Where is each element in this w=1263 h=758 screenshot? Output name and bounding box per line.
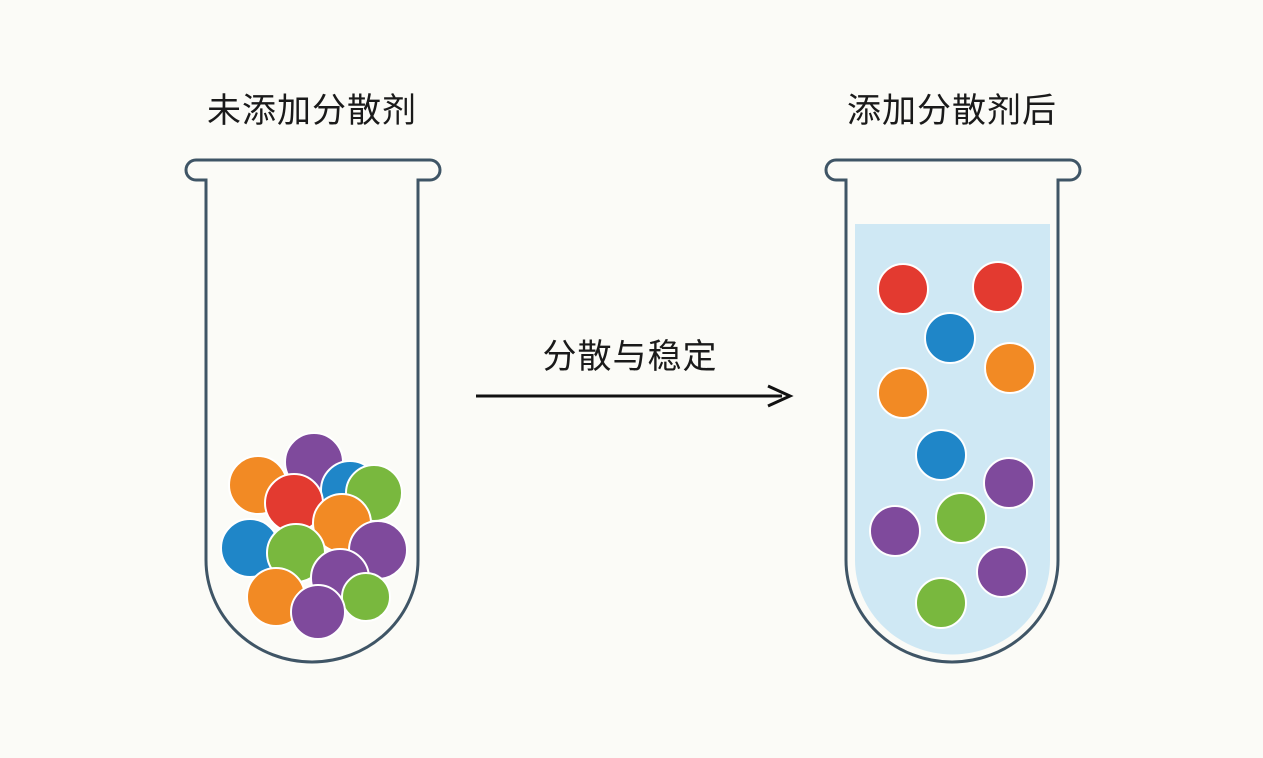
dispersed-green-particle — [935, 492, 987, 544]
dispersed-particles — [869, 261, 1036, 629]
dispersed-purple-particle — [976, 546, 1028, 598]
aggregated-purple-particle — [290, 584, 346, 640]
dispersed-green-particle — [915, 577, 967, 629]
dispersed-orange-particle — [877, 367, 929, 419]
dispersed-orange-particle — [984, 342, 1036, 394]
left-tube-outline — [184, 158, 442, 664]
process-arrow — [476, 384, 794, 408]
dispersed-purple-particle — [983, 457, 1035, 509]
dispersed-blue-particle — [915, 429, 967, 481]
left-test-tube — [184, 158, 442, 664]
right-tube-outline — [824, 158, 1082, 664]
dispersed-purple-particle — [869, 505, 921, 557]
aggregated-green-particle — [341, 572, 391, 622]
right-test-tube — [824, 158, 1082, 664]
left-particle-cluster — [220, 432, 408, 640]
dispersed-red-particle — [877, 263, 929, 315]
right-tube-title: 添加分散剂后 — [847, 91, 1057, 131]
dispersed-red-particle — [972, 261, 1024, 313]
arrow-head — [767, 384, 794, 408]
dispersed-blue-particle — [924, 312, 976, 364]
process-label: 分散与稳定 — [542, 337, 718, 377]
left-tube-title: 未添加分散剂 — [207, 91, 417, 131]
